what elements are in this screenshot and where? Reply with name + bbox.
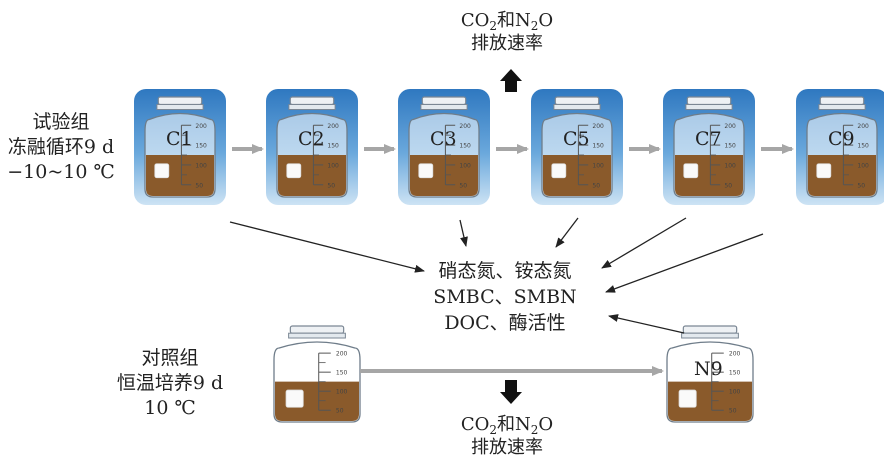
jar-c2: 200 150 100 50 xyxy=(276,96,348,198)
scale-mark: 50 xyxy=(857,182,865,189)
test-group-line-2: 冻融循环9 d xyxy=(7,136,115,158)
emission-top-label: CO2和N2O 排放速率 xyxy=(432,10,582,55)
arrow-n9-to-measurements xyxy=(608,314,685,334)
arrow-c5-to-measurements xyxy=(555,217,579,248)
measurements-line-1: 硝态氮、铵态氮 xyxy=(438,260,572,282)
emission-bottom-label: CO2和N2O 排放速率 xyxy=(432,414,582,459)
control-group-line-3: 10 ℃ xyxy=(144,397,196,419)
scale-mark: 100 xyxy=(729,389,741,396)
test-group-label: 试验组 冻融循环9 d −10~10 ℃ xyxy=(2,110,120,185)
scale-mark: 200 xyxy=(327,123,339,130)
scale-mark: 200 xyxy=(336,351,348,358)
emission-top-line-1: CO2和N2O xyxy=(460,10,554,33)
jar-c5: 200 150 100 50 xyxy=(541,96,613,198)
scale-mark: 150 xyxy=(729,370,741,377)
scale-mark: 50 xyxy=(729,408,737,415)
test-group-line-3: −10~10 ℃ xyxy=(7,161,115,183)
arrow-c7-to-measurements xyxy=(601,217,687,269)
measurements-label: 硝态氮、铵态氮 SMBC、SMBN DOC、酶活性 xyxy=(405,258,605,336)
scale-mark: 100 xyxy=(724,162,736,169)
measurements-line-3: DOC、酶活性 xyxy=(444,312,566,334)
scale-mark: 150 xyxy=(195,143,207,150)
emission-arrow-up xyxy=(500,69,522,92)
arrow-c3-to-measurements xyxy=(459,219,468,247)
jar-code-c5: C5 xyxy=(563,128,590,150)
scale-mark: 100 xyxy=(592,162,604,169)
jar-c7: 200 150 100 50 xyxy=(673,96,745,198)
jar-code-c1: C1 xyxy=(166,128,193,150)
scale-mark: 200 xyxy=(729,351,741,358)
scale-mark: 150 xyxy=(857,143,869,150)
scale-mark: 150 xyxy=(459,143,471,150)
jar-code-n9: N9 xyxy=(694,358,723,380)
jar-code-c7: C7 xyxy=(695,128,722,150)
jar-c3: 200 150 100 50 xyxy=(408,96,480,198)
scale-mark: 200 xyxy=(195,123,207,130)
jar-c9: 200 150 100 50 xyxy=(806,96,878,198)
scale-mark: 200 xyxy=(724,123,736,130)
arrow-c9-to-measurements xyxy=(605,233,764,293)
emission-bottom-line-1: CO2和N2O xyxy=(460,414,554,437)
scale-mark: 200 xyxy=(459,123,471,130)
scale-mark: 50 xyxy=(592,182,600,189)
scale-mark: 100 xyxy=(857,162,869,169)
jar-n0: 200 150 100 50 xyxy=(273,325,361,423)
scale-mark: 200 xyxy=(857,123,869,130)
scale-mark: 50 xyxy=(459,182,467,189)
scale-mark: 100 xyxy=(195,162,207,169)
scale-mark: 100 xyxy=(336,389,348,396)
scale-mark: 150 xyxy=(592,143,604,150)
scale-mark: 50 xyxy=(195,182,203,189)
control-group-line-1: 对照组 xyxy=(141,347,199,369)
emission-arrow-down xyxy=(500,380,522,404)
jar-n9: 200 150 100 50 xyxy=(666,325,754,423)
jar-c1: 200 150 100 50 xyxy=(144,96,216,198)
control-group-line-2: 恒温培养9 d xyxy=(116,372,224,394)
scale-mark: 200 xyxy=(592,123,604,130)
control-group-label: 对照组 恒温培养9 d 10 ℃ xyxy=(100,346,240,421)
arrow-c1-to-measurements xyxy=(229,221,425,273)
scale-mark: 100 xyxy=(327,162,339,169)
scale-mark: 150 xyxy=(327,143,339,150)
jar-code-c2: C2 xyxy=(298,128,325,150)
measurements-line-2: SMBC、SMBN xyxy=(433,286,577,308)
scale-mark: 150 xyxy=(336,370,348,377)
scale-mark: 100 xyxy=(459,162,471,169)
jar-code-c3: C3 xyxy=(430,128,457,150)
jar-code-c9: C9 xyxy=(828,128,855,150)
test-group-line-1: 试验组 xyxy=(32,111,90,133)
emission-bottom-line-2: 排放速率 xyxy=(471,437,543,458)
scale-mark: 50 xyxy=(724,182,732,189)
scale-mark: 150 xyxy=(724,143,736,150)
scale-mark: 50 xyxy=(327,182,335,189)
emission-top-line-2: 排放速率 xyxy=(471,33,543,54)
scale-mark: 50 xyxy=(336,408,344,415)
